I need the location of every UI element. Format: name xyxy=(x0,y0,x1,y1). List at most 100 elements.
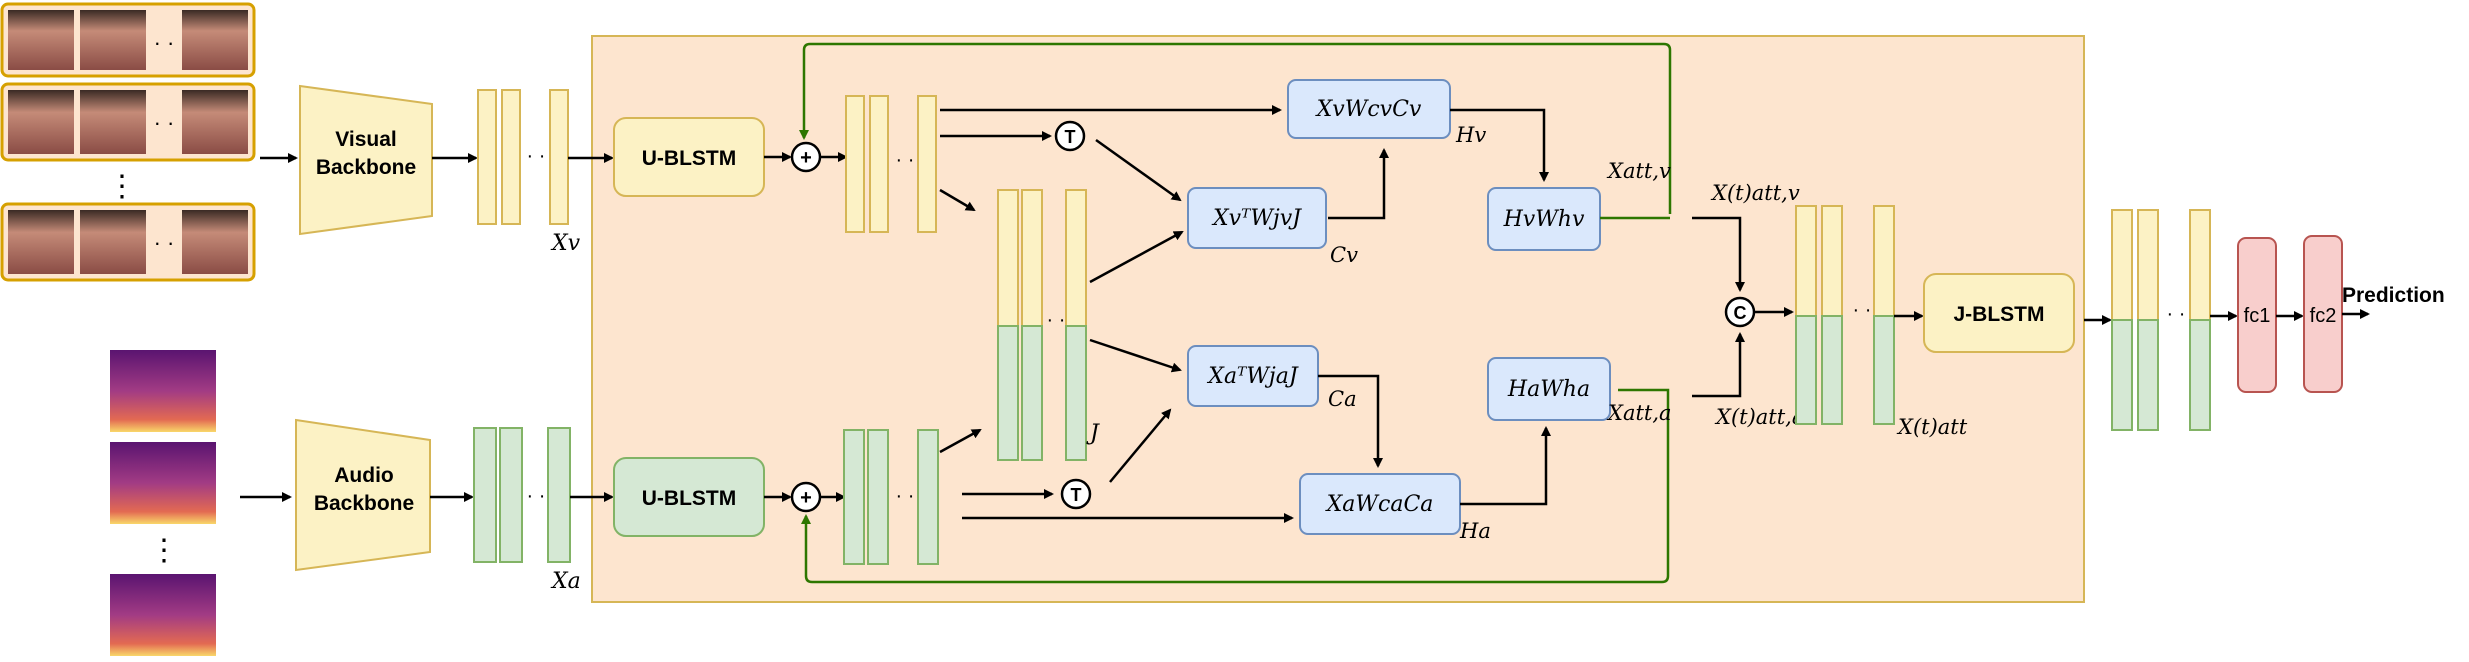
ellipsis: · · xyxy=(154,110,175,135)
feature-bar-audio-part xyxy=(2111,319,2133,431)
skip-connection-audio xyxy=(801,388,1670,584)
feature-bar-visual-part xyxy=(997,189,1019,327)
feature-bar-visual-part xyxy=(1821,205,1843,317)
face-image xyxy=(80,10,146,70)
feature-bar xyxy=(867,429,889,565)
feature-bar-visual-part xyxy=(2111,209,2133,321)
face-image xyxy=(182,90,248,154)
feature-bar xyxy=(845,95,865,233)
arrow xyxy=(1318,374,1383,468)
arrow xyxy=(1328,148,1389,220)
fc1-label: fc1 xyxy=(2244,305,2271,327)
label-ha: Ha xyxy=(1459,519,1491,543)
arrow xyxy=(1089,338,1182,373)
label-j: J xyxy=(1086,421,1100,446)
spectrogram-image xyxy=(110,574,216,656)
label-xatt-v-t: X(t)att,v xyxy=(1710,181,1800,205)
arrow xyxy=(1692,216,1745,292)
arrow xyxy=(1460,426,1551,506)
j-blstm xyxy=(1923,273,2075,353)
feature-bar xyxy=(501,89,521,225)
feature-bar-visual-part xyxy=(1021,189,1043,327)
ellipsis: · · xyxy=(1047,309,1066,331)
feature-bar xyxy=(499,427,523,563)
feature-bar-visual-part xyxy=(2189,209,2211,321)
visual-backbone-label: Visual xyxy=(335,128,396,151)
formula-xvT-wjv-j xyxy=(1187,187,1327,249)
visual-ublstm-output: · · xyxy=(845,95,937,233)
vertical-ellipsis: ⋮ xyxy=(107,170,137,203)
face-image xyxy=(80,210,146,274)
visual-backbone xyxy=(299,84,433,236)
label-xatt-v: Xatt,v xyxy=(1606,159,1671,183)
visual-u-blstm-label: U-BLSTM xyxy=(642,147,736,170)
feature-bar-audio-part xyxy=(1795,315,1817,425)
attended-features-xatt: · · xyxy=(1795,205,1895,425)
transpose-op-visual xyxy=(1054,120,1086,152)
feature-bar-visual-part xyxy=(1873,205,1895,317)
audio-features-xa: · · xyxy=(473,427,571,563)
audio-backbone xyxy=(295,418,431,572)
feature-bar-audio-part xyxy=(997,325,1019,461)
visual-backbone-label: Backbone xyxy=(316,156,416,179)
arrow xyxy=(1450,108,1549,182)
arrow xyxy=(1089,230,1184,284)
face-image xyxy=(80,90,146,154)
ellipsis: · · xyxy=(2167,303,2186,325)
formula-xaT-wja-j-text: XaᵀWjaJ xyxy=(1206,364,1299,389)
feature-bar xyxy=(869,95,889,233)
ellipsis: · · xyxy=(154,30,175,55)
ellipsis: · · xyxy=(527,145,546,167)
transpose-icon: T xyxy=(1065,127,1076,147)
formula-xa-wca-ca-text: XaWcaCa xyxy=(1325,492,1434,517)
label-xa: Xa xyxy=(550,569,581,594)
feature-bar xyxy=(843,429,865,565)
face-image xyxy=(182,10,248,70)
label-hv: Hv xyxy=(1455,123,1486,147)
spectrogram-image xyxy=(110,350,216,432)
j-blstm-label: J-BLSTM xyxy=(1954,303,2045,326)
arrow xyxy=(1692,332,1745,398)
vertical-ellipsis: ⋮ xyxy=(149,534,179,567)
feature-bar-visual-part xyxy=(2137,209,2159,321)
label-cv: Cv xyxy=(1330,243,1358,267)
transpose-op-audio xyxy=(1060,478,1092,510)
feature-bar-audio-part xyxy=(2189,319,2211,431)
formula-hv-whv-text: HvWhv xyxy=(1503,207,1585,232)
concat-icon: C xyxy=(1734,303,1747,323)
ellipsis: · · xyxy=(896,485,915,507)
face-image xyxy=(8,210,74,274)
feature-bar xyxy=(917,95,937,233)
label-xv: Xv xyxy=(550,231,581,256)
arrow xyxy=(939,188,976,212)
label-xatt-a-t: X(t)att,a xyxy=(1714,405,1804,429)
ellipsis: · · xyxy=(1853,299,1872,321)
audio-u-blstm-label: U-BLSTM xyxy=(642,487,736,510)
feature-bar xyxy=(547,427,571,563)
feature-bar-audio-part xyxy=(2137,319,2159,431)
video-frames: · · · · ⋮ · · xyxy=(0,2,256,282)
feature-bar xyxy=(477,89,497,225)
formula-xv-wcv-cv-text: XvWcvCv xyxy=(1315,97,1422,122)
ellipsis: · · xyxy=(896,149,915,171)
joint-representation-j: · · xyxy=(997,189,1087,461)
j-blstm-output: · · xyxy=(2111,209,2211,431)
fc2-label: fc2 xyxy=(2310,305,2337,327)
feature-bar-audio-part xyxy=(1873,315,1895,425)
arrow xyxy=(1109,408,1172,483)
prediction-label: Prediction xyxy=(2342,284,2445,307)
formula-xvT-wjv-j-text: XvᵀWjvJ xyxy=(1211,206,1302,231)
label-xatt-a: Xatt,a xyxy=(1606,401,1672,425)
formula-ha-wha-text: HaWha xyxy=(1507,377,1590,402)
audio-backbone-label: Backbone xyxy=(314,492,414,515)
feature-bar xyxy=(549,89,569,225)
face-image xyxy=(8,90,74,154)
face-image xyxy=(182,210,248,274)
visual-features-xv: · · xyxy=(477,89,569,225)
spectrogram-image xyxy=(110,442,216,524)
arrow xyxy=(1095,138,1182,202)
ellipsis: · · xyxy=(527,485,546,507)
feature-bar-visual-part xyxy=(1795,205,1817,317)
arrow xyxy=(939,428,982,454)
